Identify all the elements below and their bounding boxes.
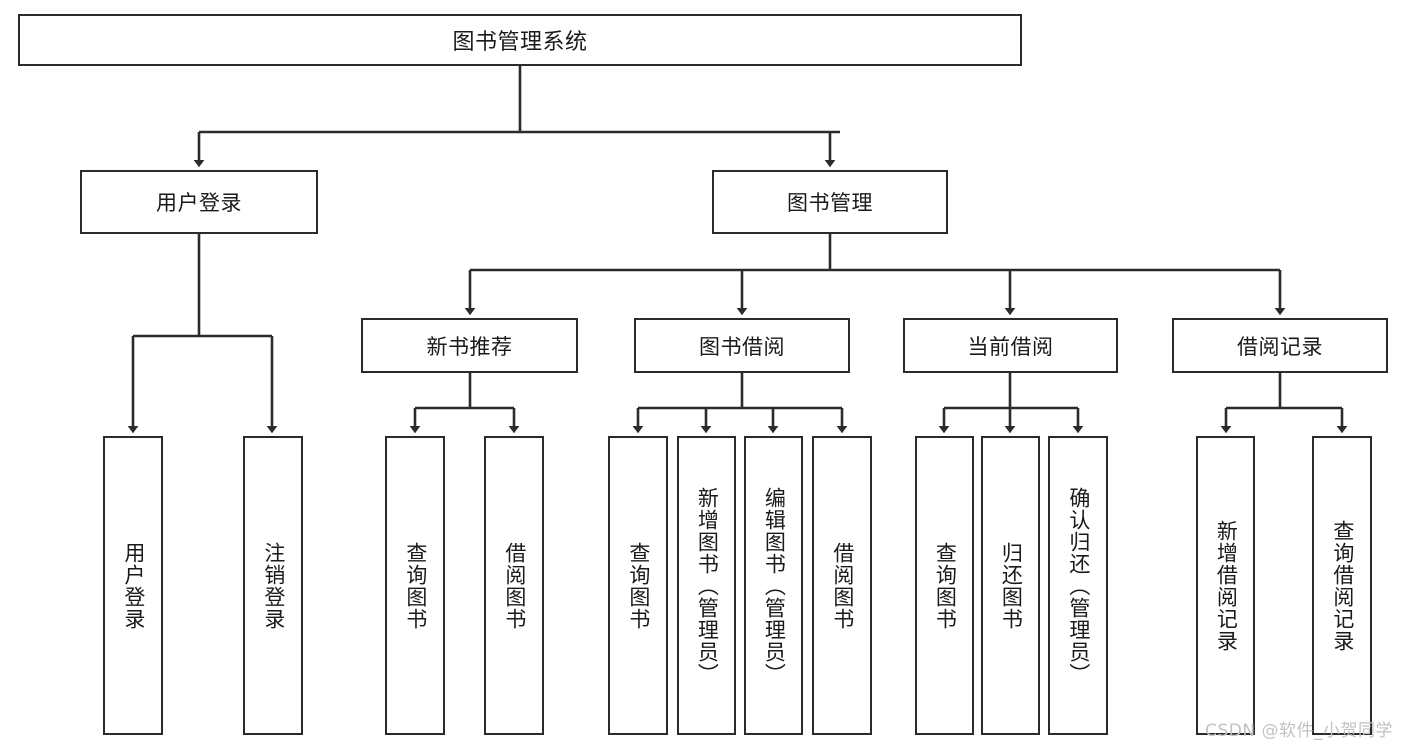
leaf-query-borrow-record[interactable]: 查询借阅记录: [1312, 436, 1372, 735]
node-book-borrow[interactable]: 图书借阅: [634, 318, 850, 373]
leaf-add-book-admin[interactable]: 新增图书（管理员）: [677, 436, 736, 735]
leaf-edit-book-admin[interactable]: 编辑图书（管理员）: [744, 436, 803, 735]
node-user-login[interactable]: 用户登录: [80, 170, 318, 234]
csdn-watermark: CSDN @软件_小贺同学: [1205, 721, 1393, 741]
leaf-query-book[interactable]: 查询图书: [608, 436, 668, 735]
leaf-return-book[interactable]: 归还图书: [981, 436, 1040, 735]
leaf-add-borrow-record[interactable]: 新增借阅记录: [1196, 436, 1255, 735]
leaf-query-book-current[interactable]: 查询图书: [915, 436, 974, 735]
node-borrow-record[interactable]: 借阅记录: [1172, 318, 1388, 373]
node-new-book-recommend[interactable]: 新书推荐: [361, 318, 578, 373]
node-current-borrow[interactable]: 当前借阅: [903, 318, 1118, 373]
leaf-borrow-book[interactable]: 借阅图书: [812, 436, 872, 735]
leaf-confirm-return-admin[interactable]: 确认归还（管理员）: [1048, 436, 1108, 735]
leaf-logout-login[interactable]: 注销登录: [243, 436, 303, 735]
leaf-borrow-book-recommend[interactable]: 借阅图书: [484, 436, 544, 735]
leaf-user-login[interactable]: 用户登录: [103, 436, 163, 735]
node-book-management[interactable]: 图书管理: [712, 170, 948, 234]
node-root-system[interactable]: 图书管理系统: [18, 14, 1022, 66]
leaf-query-book-recommend[interactable]: 查询图书: [385, 436, 445, 735]
